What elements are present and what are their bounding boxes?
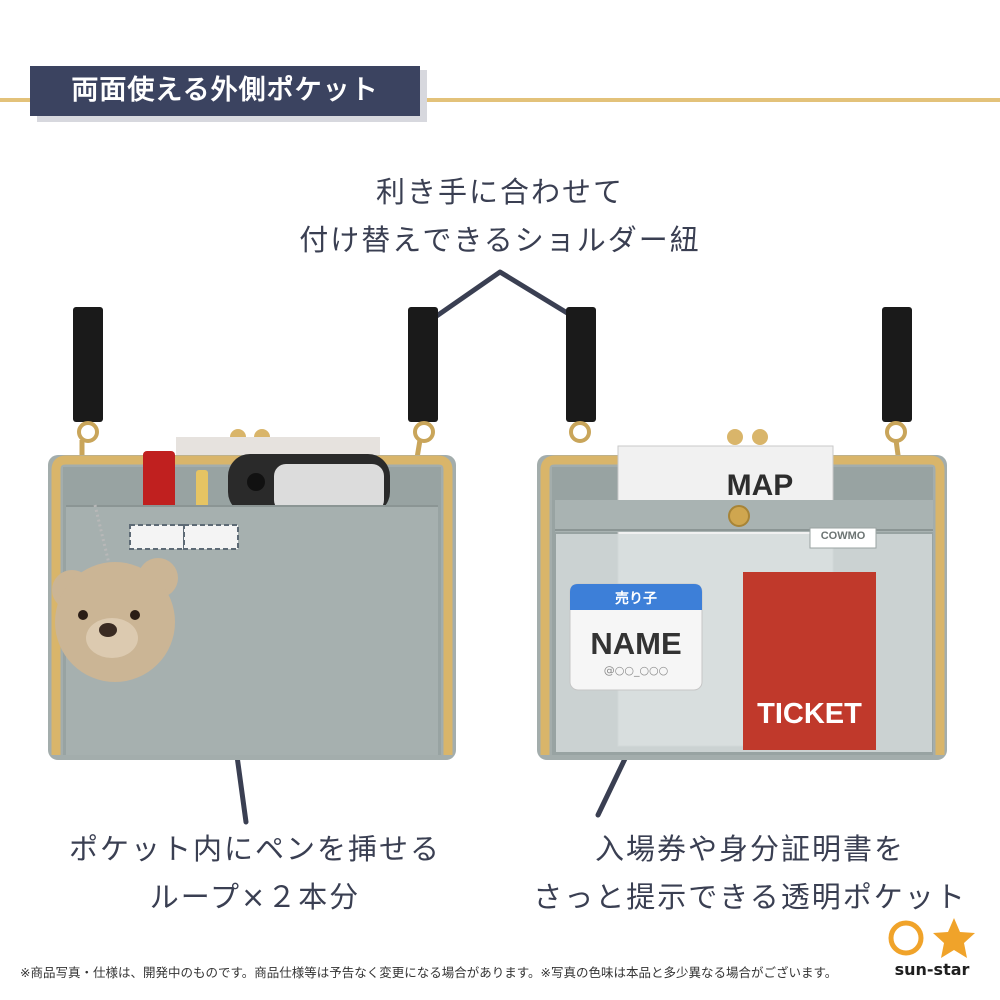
back-clip-right (885, 421, 907, 443)
badge-name: NAME (590, 626, 682, 661)
back-strap-right (882, 307, 912, 422)
back-strap-left (566, 307, 596, 422)
back-clasp-ball-right (752, 429, 768, 445)
front-clip-right (413, 421, 435, 443)
ticket (743, 572, 876, 750)
back-clip-left (569, 421, 591, 443)
front-bag (48, 307, 456, 760)
strap-caption-line2: 付け替えできるショルダー紐 (299, 223, 701, 257)
pen-loop-caption-line2: ループ×２本分 (149, 880, 361, 914)
charm-chain (93, 504, 112, 569)
disclaimer: ※商品写真・仕様は、開発中のものです。商品仕様等は予告なく変更になる場合がありま… (20, 965, 838, 980)
pen-loop-caption-line1: ポケット内にペンを挿せる (68, 832, 441, 866)
badge-handle: @○○_○○○ (603, 664, 669, 677)
pen-yellow (196, 470, 208, 512)
clear-pocket-caption: 入場券や身分証明書を さっと提示できる透明ポケット (510, 825, 990, 921)
back-clasp-ball-left (727, 429, 743, 445)
sun-star-logo (888, 918, 975, 958)
back-bag (537, 307, 947, 760)
front-strap-left (73, 307, 103, 422)
pen-loop-2 (183, 524, 239, 550)
phone-case-marble (274, 464, 384, 512)
teddy-bear-charm (52, 558, 178, 682)
cowmo-label: COWMO (820, 530, 866, 542)
section-title: 両面使える外側ポケット (30, 66, 420, 116)
strap-caption-line1: 利き手に合わせて (375, 175, 624, 209)
pen-loop-caption: ポケット内にペンを挿せる ループ×２本分 (40, 825, 470, 921)
front-clip-left (77, 421, 99, 443)
snap-button (728, 505, 750, 527)
logo-text: sun-star (894, 960, 970, 979)
clear-pocket-caption-line2: さっと提示できる透明ポケット (533, 880, 967, 914)
map-label: MAP (726, 469, 794, 502)
cowmo-tag (809, 527, 877, 549)
front-strap-right (408, 307, 438, 422)
ticket-label: TICKET (757, 698, 862, 730)
clear-pocket-caption-line1: 入場券や身分証明書を (594, 832, 905, 866)
phone-camera (247, 473, 265, 491)
name-badge (569, 583, 703, 691)
header-rule (0, 98, 1000, 102)
pen-red (143, 451, 175, 511)
strap-caption: 利き手に合わせて 付け替えできるショルダー紐 (250, 168, 750, 264)
strap-callout-line (425, 269, 585, 325)
pen-loop-1 (129, 524, 185, 550)
badge-header: 売り子 (615, 591, 657, 607)
